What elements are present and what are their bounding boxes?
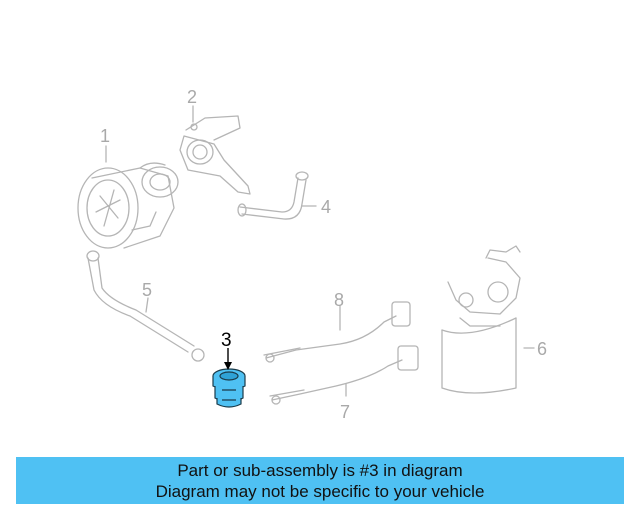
callout-1: 1 [100,126,110,146]
info-banner: Part or sub-assembly is #3 in diagram Di… [16,457,624,504]
part-5-hose[interactable] [86,250,205,362]
callout-4: 4 [321,197,331,217]
part-1-air-pump[interactable] [77,162,179,249]
part-4-hose[interactable] [237,171,309,220]
part-7-oxygen-sensor[interactable] [269,345,419,405]
banner-line-part: Part or sub-assembly is #3 in diagram [177,460,463,480]
part-6-canister[interactable] [441,245,521,394]
callout-7: 7 [340,402,350,422]
callout-8: 8 [334,290,344,310]
callout-3: 3 [221,330,232,351]
callout-2: 2 [187,87,197,107]
banner-line-disclaimer: Diagram may not be specific to your vehi… [155,481,485,501]
part-3-highlighted[interactable] [212,368,246,408]
part-3-arrowhead [224,362,232,370]
callout-6: 6 [537,339,547,359]
part-2-valve-bracket[interactable] [179,115,251,195]
callout-5: 5 [142,280,152,300]
part-8-oxygen-sensor[interactable] [263,301,411,363]
